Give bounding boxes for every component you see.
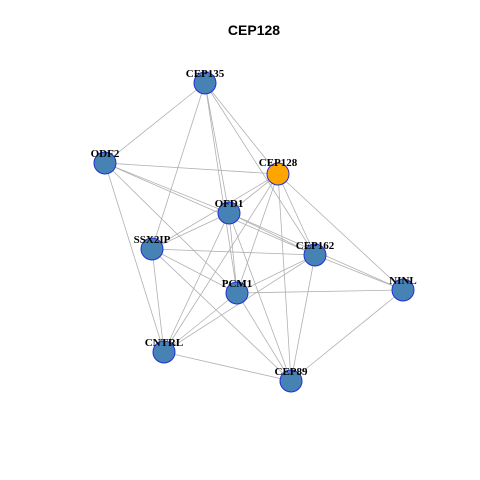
node-circle — [279, 369, 303, 393]
edge-ofd1-pcm1 — [228, 212, 238, 294]
edge-cep135-cep162 — [204, 82, 316, 256]
node-cntrl: CNTRL — [145, 337, 184, 364]
edge-odf2-pcm1 — [104, 162, 238, 294]
edge-ofd1-cep89 — [228, 212, 292, 382]
node-circle — [193, 71, 217, 95]
node-circle — [217, 201, 241, 225]
edge-cntrl-cep89 — [163, 351, 292, 382]
node-pcm1: PCM1 — [222, 278, 253, 305]
node-ofd1: OFD1 — [215, 198, 244, 225]
edge-cep135-pcm1 — [204, 82, 238, 294]
edge-ofd1-cep162 — [228, 212, 316, 256]
edge-cep135-ssx2ip — [151, 82, 206, 250]
edge-cep128-ninl — [277, 173, 404, 291]
node-cep135: CEP135 — [186, 68, 225, 95]
node-label: ODF2 — [91, 148, 120, 160]
node-ssx2ip: SSX2IP — [134, 234, 171, 261]
edge-cep162-cep89 — [290, 254, 316, 382]
node-cep162: CEP162 — [296, 240, 335, 267]
edge-cep162-ninl — [314, 254, 404, 291]
node-label: SSX2IP — [134, 234, 171, 246]
edge-odf2-cntrl — [104, 162, 165, 353]
node-label: NINL — [389, 275, 417, 287]
node-label: CEP128 — [259, 157, 298, 169]
node-label: OFD1 — [215, 198, 244, 210]
node-label: CEP135 — [186, 68, 225, 80]
node-circle — [391, 278, 415, 302]
edge-pcm1-cntrl — [163, 292, 238, 353]
node-label: PCM1 — [222, 278, 253, 290]
edge-ssx2ip-cntrl — [151, 248, 165, 353]
node-odf2: ODF2 — [91, 148, 120, 175]
node-label: CEP162 — [296, 240, 335, 252]
node-circle — [93, 151, 117, 175]
edge-pcm1-ninl — [236, 289, 404, 294]
edge-cep128-pcm1 — [236, 173, 279, 294]
node-cep128: CEP128 — [259, 157, 298, 186]
graph-title: CEP128 — [228, 22, 280, 38]
edge-odf2-cep162 — [104, 162, 316, 256]
edge-cep128-cep89 — [277, 173, 292, 382]
node-label: CEP89 — [275, 366, 309, 378]
edge-pcm1-cep89 — [236, 292, 292, 382]
edge-ninl-cep89 — [290, 289, 404, 382]
node-circle — [266, 162, 290, 186]
node-ninl: NINL — [389, 275, 417, 302]
edge-cep128-cntrl — [163, 173, 279, 353]
node-circle — [152, 340, 176, 364]
edge-cep135-cep128 — [204, 82, 279, 175]
node-circle — [225, 281, 249, 305]
edge-cep162-pcm1 — [236, 254, 316, 294]
edge-cep135-odf2 — [104, 82, 206, 164]
edge-cep128-cep162 — [277, 173, 316, 256]
node-cep89: CEP89 — [275, 366, 309, 393]
edge-odf2-cep128 — [104, 162, 279, 175]
edge-ssx2ip-pcm1 — [151, 248, 238, 294]
edge-cep135-ofd1 — [204, 82, 230, 214]
edge-odf2-ofd1 — [104, 162, 230, 214]
node-label: CNTRL — [145, 337, 184, 349]
node-circle — [303, 243, 327, 267]
edge-ssx2ip-cep162 — [151, 248, 316, 256]
edge-ofd1-ssx2ip — [151, 212, 230, 250]
edge-cep128-ssx2ip — [151, 173, 279, 250]
edge-ofd1-cntrl — [163, 212, 230, 353]
node-circle — [140, 237, 164, 261]
